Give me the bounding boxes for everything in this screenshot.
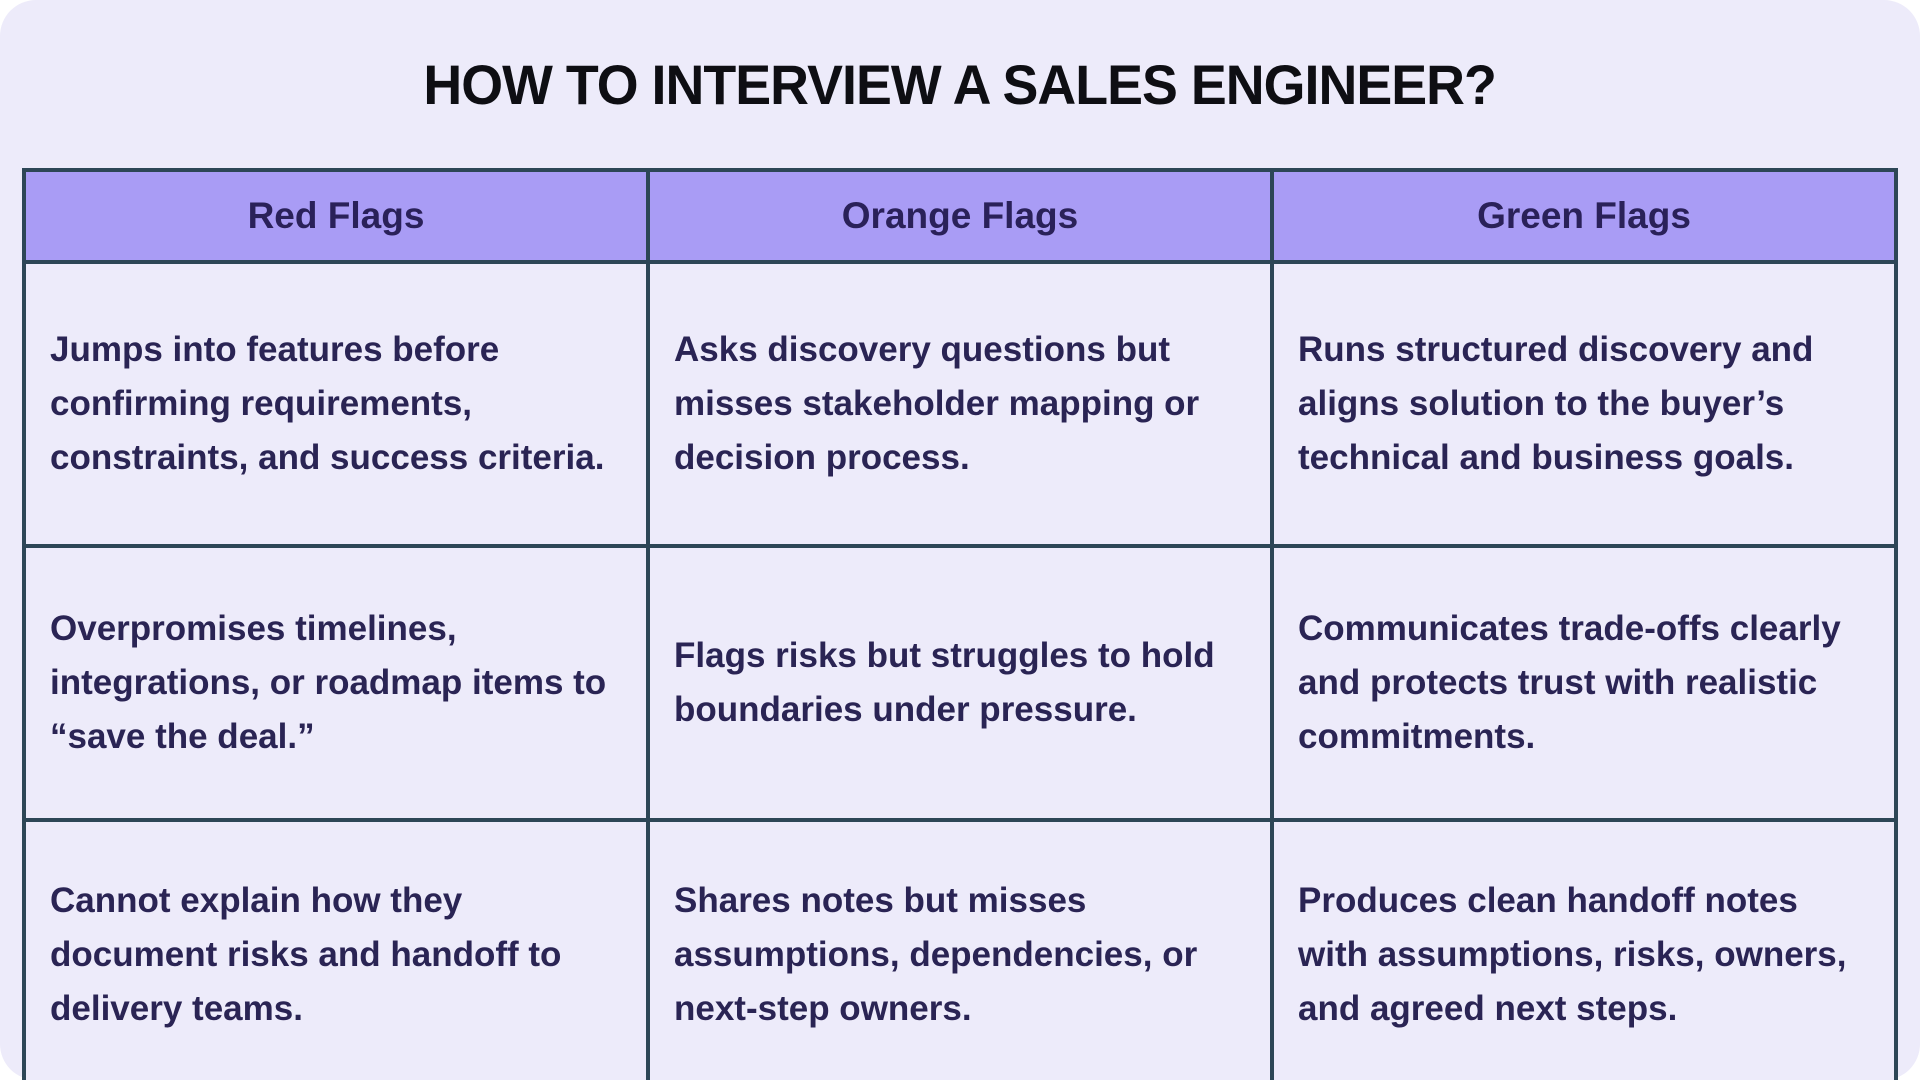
header-cell-red-flags: Red Flags bbox=[22, 168, 650, 264]
flags-table: Red Flags Orange Flags Green Flags Jumps… bbox=[22, 168, 1898, 1080]
table-header-row: Red Flags Orange Flags Green Flags bbox=[22, 168, 1898, 264]
header-cell-green-flags: Green Flags bbox=[1270, 168, 1898, 264]
cell-green-flag-1: Runs structured discovery and aligns sol… bbox=[1270, 260, 1898, 548]
table-row: Overpromises timelines, integrations, or… bbox=[22, 544, 1898, 822]
cell-red-flag-3: Cannot explain how they document risks a… bbox=[22, 818, 650, 1080]
page-title: HOW TO INTERVIEW A SALES ENGINEER? bbox=[423, 52, 1497, 116]
title-area: HOW TO INTERVIEW A SALES ENGINEER? bbox=[0, 0, 1920, 168]
table-row: Jumps into features before confirming re… bbox=[22, 260, 1898, 548]
cell-red-flag-1: Jumps into features before confirming re… bbox=[22, 260, 650, 548]
cell-orange-flag-1: Asks discovery questions but misses stak… bbox=[646, 260, 1274, 548]
cell-red-flag-2: Overpromises timelines, integrations, or… bbox=[22, 544, 650, 822]
header-cell-orange-flags: Orange Flags bbox=[646, 168, 1274, 264]
cell-green-flag-3: Produces clean handoff notes with assump… bbox=[1270, 818, 1898, 1080]
table-row: Cannot explain how they document risks a… bbox=[22, 818, 1898, 1080]
cell-green-flag-2: Communicates trade-offs clearly and prot… bbox=[1270, 544, 1898, 822]
cell-orange-flag-2: Flags risks but struggles to hold bounda… bbox=[646, 544, 1274, 822]
cell-orange-flag-3: Shares notes but misses assumptions, dep… bbox=[646, 818, 1274, 1080]
